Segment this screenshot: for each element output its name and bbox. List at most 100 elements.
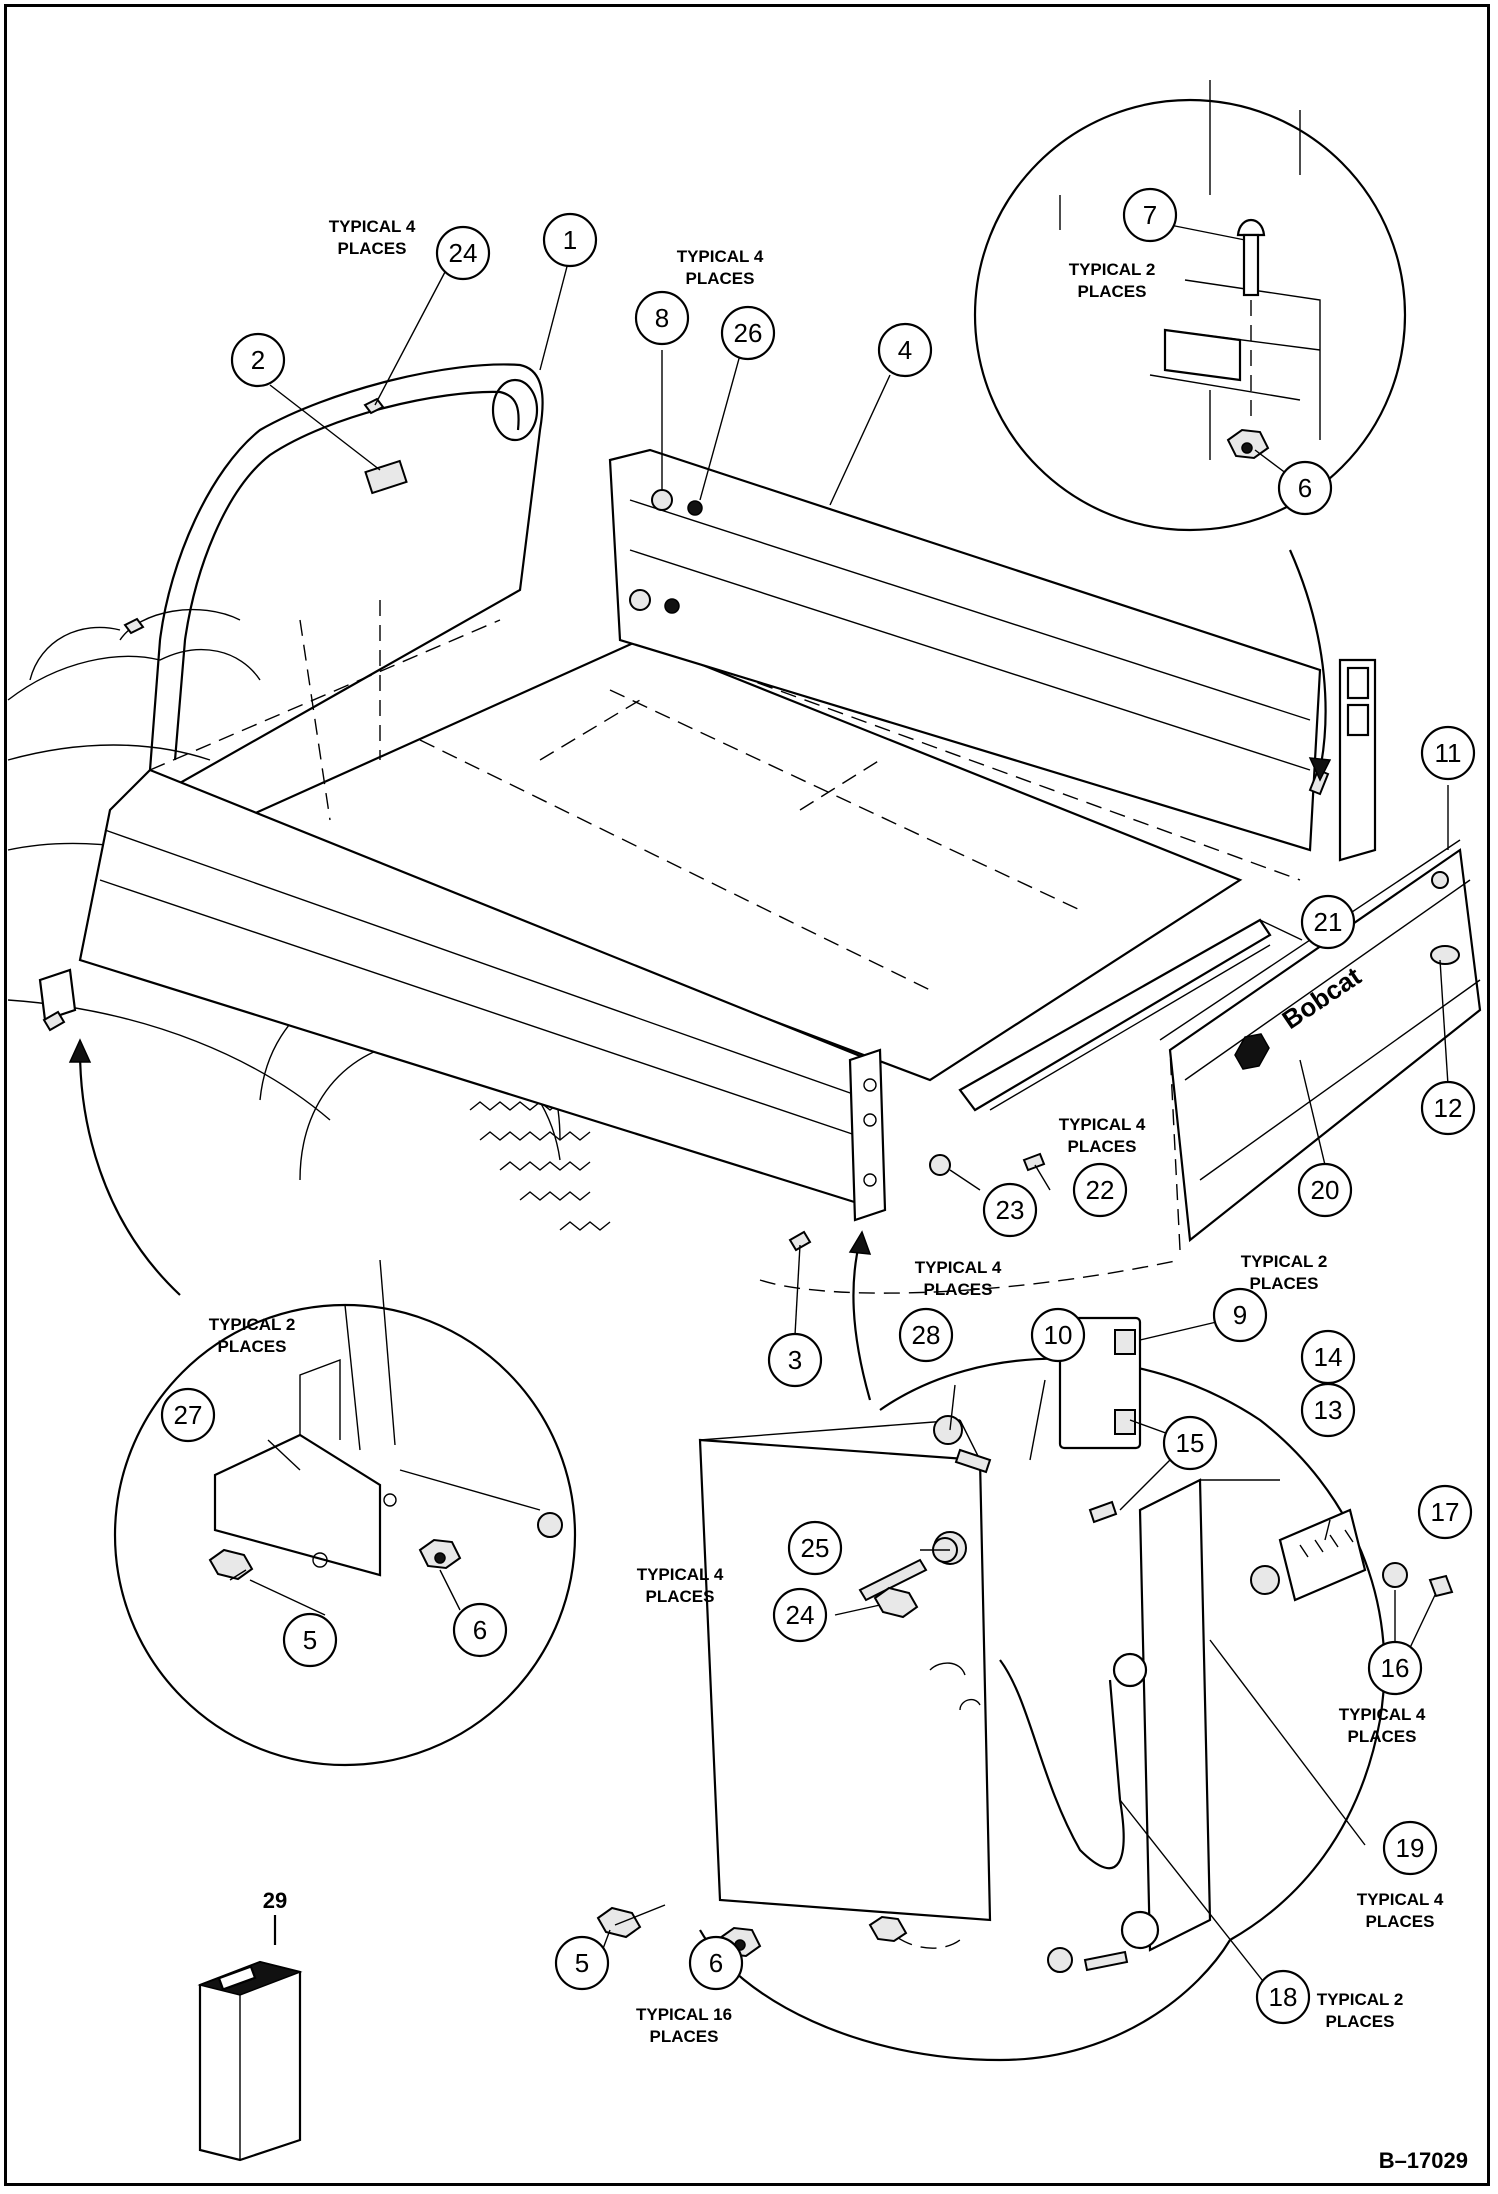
- callout-circle: [542, 212, 598, 268]
- callout-11: 11: [1420, 725, 1476, 781]
- callout-18: 18: [1255, 1969, 1311, 2025]
- kit-number-label: 29: [263, 1888, 287, 1913]
- callout-23: 23: [982, 1182, 1038, 1238]
- callout-circle: [160, 1387, 216, 1443]
- note-line2: PLACES: [1366, 1912, 1435, 1931]
- callout-number: 4: [898, 335, 912, 365]
- callout-16: 16: [1367, 1640, 1423, 1696]
- callout-circle: [1367, 1640, 1423, 1696]
- callout-24: 24: [772, 1587, 828, 1643]
- note-line1: TYPICAL 4: [1339, 1705, 1426, 1724]
- callout-number: 12: [1434, 1093, 1463, 1123]
- callout-1: 1: [542, 212, 598, 268]
- callout-number: 6: [1298, 473, 1312, 503]
- callout-number: 14: [1314, 1342, 1343, 1372]
- callout-number: 6: [709, 1948, 723, 1978]
- side-panel-left: [38, 619, 887, 1222]
- callout-number: 22: [1086, 1175, 1115, 1205]
- callout-4: 4: [877, 322, 933, 378]
- note-line2: PLACES: [646, 1587, 715, 1606]
- callout-circle: [554, 1935, 610, 1991]
- callout-12: 12: [1420, 1080, 1476, 1136]
- callout-circle: [1255, 1969, 1311, 2025]
- callout-circle: [898, 1307, 954, 1363]
- callout-8: 8: [634, 290, 690, 346]
- callout-5: 5: [282, 1612, 338, 1668]
- callout-22: 22: [1072, 1162, 1128, 1218]
- callout-number: 1: [563, 225, 577, 255]
- callout-number: 9: [1233, 1300, 1247, 1330]
- callout-circle: [452, 1602, 508, 1658]
- side-panel-right: [608, 448, 1377, 862]
- callout-circle: [1030, 1307, 1086, 1363]
- leader-lines: [249, 224, 1449, 1991]
- callout-number: 13: [1314, 1395, 1343, 1425]
- callout-3: 3: [767, 1332, 823, 1388]
- callout-6: 6: [1277, 460, 1333, 516]
- callout-circle: [634, 290, 690, 346]
- note-line1: TYPICAL 2: [1069, 260, 1156, 279]
- callout-number: 24: [786, 1600, 815, 1630]
- note-line1: TYPICAL 16: [636, 2005, 732, 2024]
- callout-number: 23: [996, 1195, 1025, 1225]
- callout-circle: [688, 1935, 744, 1991]
- callout-circle: [1122, 187, 1178, 243]
- tire-tread: [469, 1101, 611, 1231]
- callout-14: 14: [1300, 1329, 1356, 1385]
- callout-number: 27: [174, 1400, 203, 1430]
- main-hardware: [42, 397, 1330, 1252]
- callout-circle: [1382, 1820, 1438, 1876]
- callout-number: 7: [1143, 200, 1157, 230]
- callout-17: 17: [1417, 1484, 1473, 1540]
- detail-view-bracket: [113, 1259, 577, 1767]
- callout-number: 26: [734, 318, 763, 348]
- callout-number: 5: [575, 1948, 589, 1978]
- callout-number: 2: [251, 345, 265, 375]
- callout-circle: [1297, 1162, 1353, 1218]
- callout-bubbles: 1234556667891011121314151617181920212223…: [160, 187, 1476, 2025]
- note-line1: TYPICAL 4: [1059, 1115, 1146, 1134]
- callout-number: 15: [1176, 1428, 1205, 1458]
- callout-number: 11: [1435, 738, 1462, 768]
- note-line1: TYPICAL 4: [637, 1565, 724, 1584]
- note-typical-places: TYPICAL 4 PLACES: [637, 1565, 724, 1606]
- note-line2: PLACES: [1326, 2012, 1395, 2031]
- callout-circle: [230, 332, 286, 388]
- note-typical-places: TYPICAL 2 PLACES: [1241, 1252, 1328, 1293]
- note-line1: TYPICAL 2: [1241, 1252, 1328, 1271]
- note-line2: PLACES: [1068, 1137, 1137, 1156]
- callout-5: 5: [554, 1935, 610, 1991]
- note-line1: TYPICAL 4: [677, 247, 764, 266]
- callout-circle: [767, 1332, 823, 1388]
- note-line1: TYPICAL 4: [915, 1258, 1002, 1277]
- callout-number: 24: [449, 238, 478, 268]
- note-line2: PLACES: [1348, 1727, 1417, 1746]
- note-line2: PLACES: [1250, 1274, 1319, 1293]
- pointer-arrows: [68, 549, 1332, 1401]
- note-line2: PLACES: [650, 2027, 719, 2046]
- note-line1: TYPICAL 2: [1317, 1990, 1404, 2009]
- note-line1: TYPICAL 4: [329, 217, 416, 236]
- callout-circle: [787, 1520, 843, 1576]
- callout-27: 27: [160, 1387, 216, 1443]
- callout-circle: [1420, 1080, 1476, 1136]
- callout-circle: [720, 305, 776, 361]
- callout-number: 20: [1311, 1175, 1340, 1205]
- callout-number: 16: [1381, 1653, 1410, 1683]
- callout-circle: [1300, 1329, 1356, 1385]
- callout-circle: [772, 1587, 828, 1643]
- callout-circle: [1420, 725, 1476, 781]
- note-line2: PLACES: [1078, 282, 1147, 301]
- callout-2: 2: [230, 332, 286, 388]
- callout-19: 19: [1382, 1820, 1438, 1876]
- callout-number: 8: [655, 303, 669, 333]
- callout-number: 17: [1431, 1497, 1460, 1527]
- callout-9: 9: [1212, 1287, 1268, 1343]
- diagram-border: [4, 4, 1490, 2186]
- note-line2: PLACES: [218, 1337, 287, 1356]
